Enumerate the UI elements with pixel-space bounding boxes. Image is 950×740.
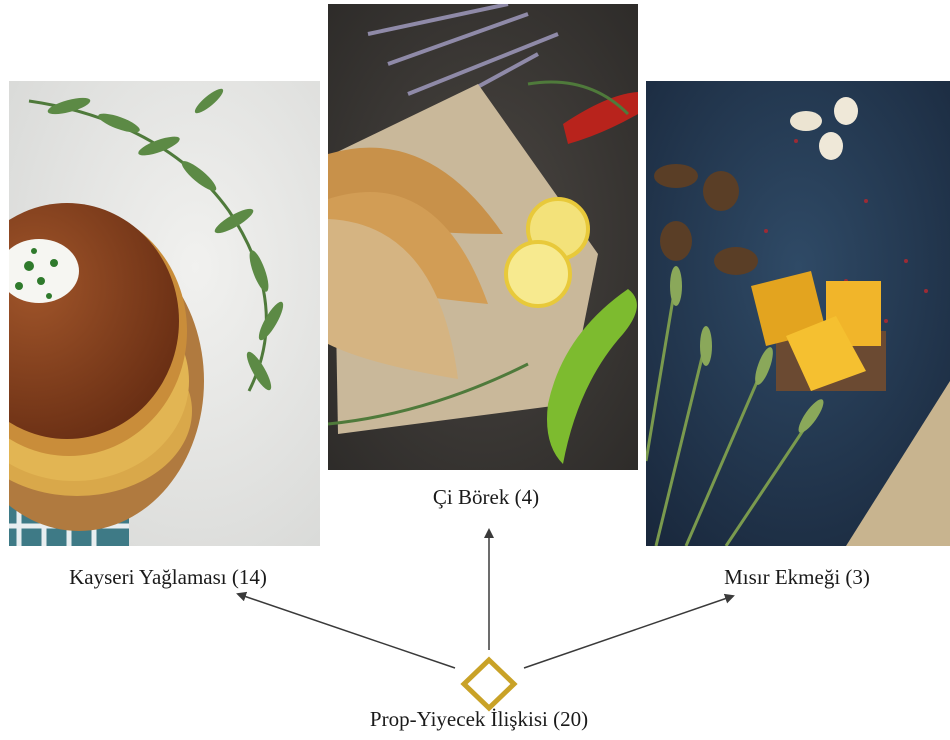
diamond-icon <box>460 656 518 712</box>
arrow-to-kayseri-yaglamasi <box>236 591 456 669</box>
child-label-kayseri-yaglamasi: Kayseri Yağlaması (14) <box>69 565 267 589</box>
ci-borek-photo <box>328 4 638 470</box>
root-label: Prop-Yiyecek İlişkisi (20) <box>369 707 589 731</box>
arrow-to-misir-ekmegi <box>523 593 735 669</box>
child-label-misir-ekmegi: Mısır Ekmeği (3) <box>724 565 870 589</box>
child-label-ci-borek: Çi Börek (4) <box>432 485 540 509</box>
kayseri-yaglamasi-photo <box>9 81 320 546</box>
misir-ekmegi-photo <box>646 81 950 546</box>
